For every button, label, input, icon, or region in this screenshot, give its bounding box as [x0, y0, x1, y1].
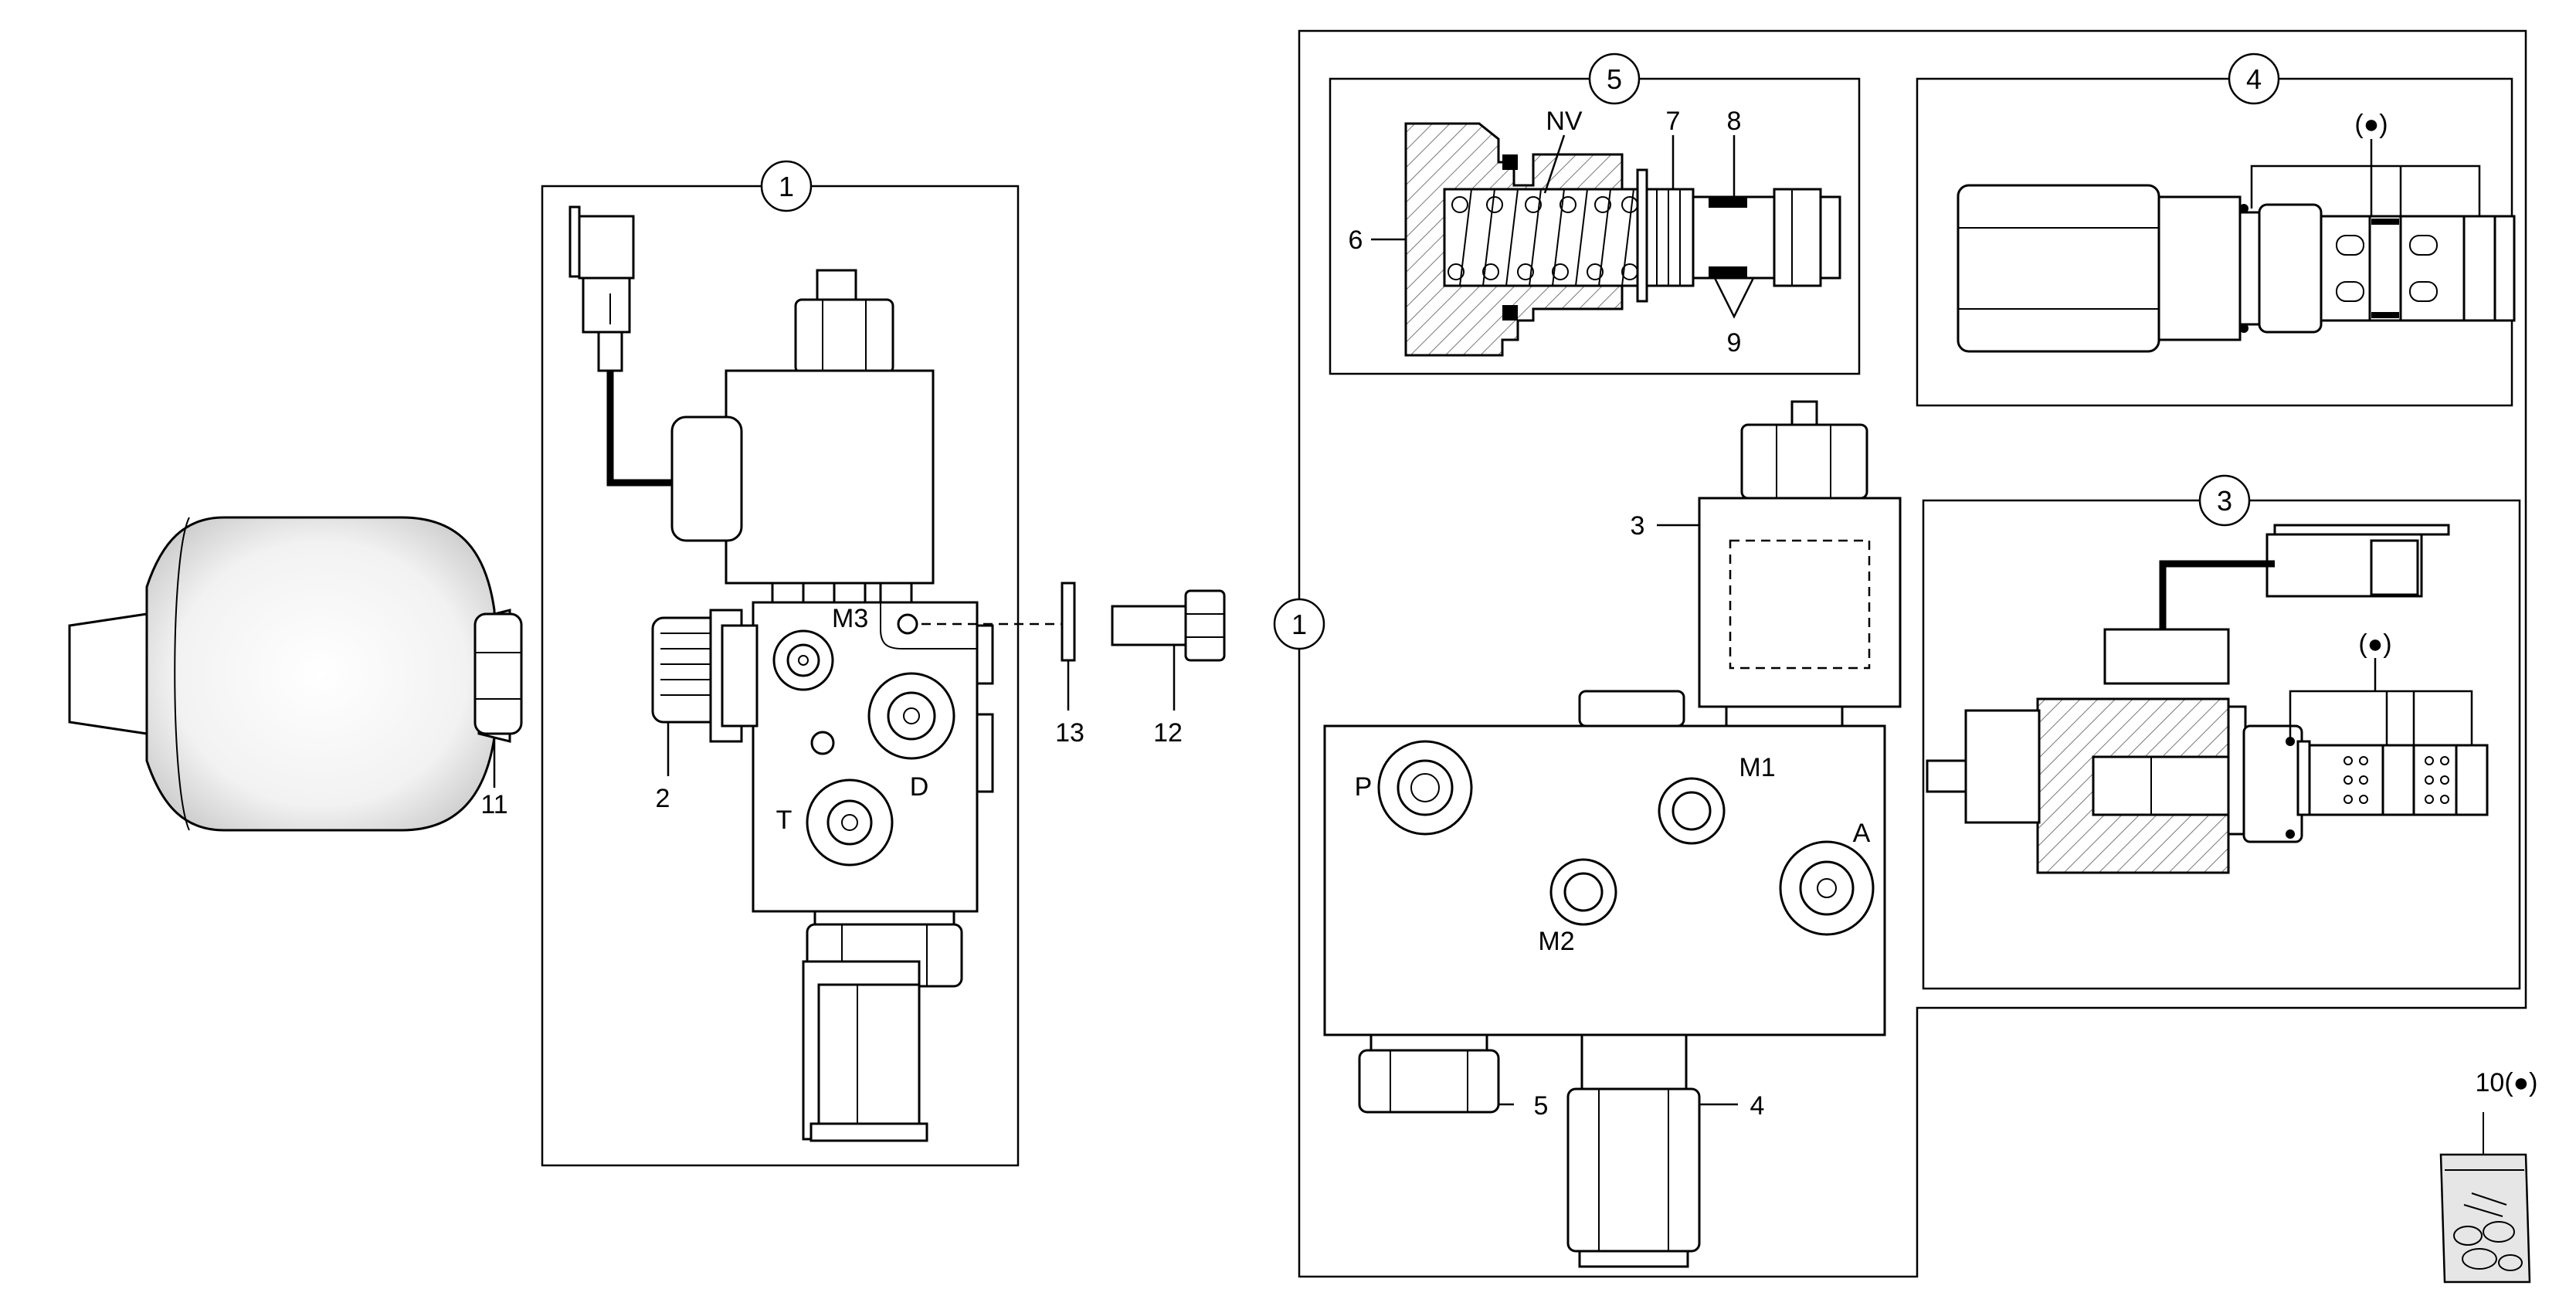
callout-3: 3 [2217, 485, 2232, 517]
label-t: T [776, 806, 792, 835]
cartridge-4 [1957, 184, 2516, 353]
label-m1: M1 [1739, 753, 1775, 782]
solenoid-valve-3 [1926, 524, 2489, 874]
label-5: 5 [1534, 1091, 1549, 1121]
callout-circle-4 [2228, 53, 2280, 105]
seal-kit-bag [2439, 1112, 2531, 1284]
label-11: 11 [480, 790, 507, 819]
label-p: P [1355, 772, 1373, 802]
valve-body-left [752, 601, 994, 913]
label-bullet-3: (●) [2358, 629, 2391, 659]
label-m2: M2 [1538, 927, 1574, 956]
label-6: 6 [1349, 226, 1363, 255]
callout-1-right: 1 [1291, 609, 1307, 640]
callout-5: 5 [1607, 63, 1622, 95]
label-8: 8 [1727, 107, 1742, 136]
connector-plug [568, 205, 635, 372]
label-13: 13 [1055, 718, 1084, 748]
label-2: 2 [656, 784, 670, 813]
washer-13 [1061, 582, 1076, 662]
label-nv: NV [1546, 107, 1583, 136]
callout-circle-1-right [1273, 598, 1325, 650]
callout-1-left: 1 [779, 171, 794, 202]
label-a: A [1853, 819, 1871, 848]
label-d: D [910, 772, 929, 802]
callout-circle-3 [2198, 474, 2251, 527]
right-assembly-frame [1298, 29, 2527, 1278]
callout-circle-1-left [760, 160, 813, 212]
label-10: 10(●) [2476, 1068, 2538, 1097]
label-12: 12 [1153, 718, 1183, 748]
label-m3: M3 [832, 604, 868, 633]
bottom-cartridge-left [802, 910, 963, 1142]
solenoid-top-nut [794, 269, 894, 375]
cable [606, 371, 672, 487]
main-valve-block [1323, 400, 1902, 1268]
callout-4: 4 [2246, 63, 2262, 95]
label-bullet-4: (●) [2354, 110, 2388, 139]
label-9: 9 [1727, 328, 1742, 358]
label-3: 3 [1631, 511, 1645, 541]
accumulator [68, 516, 523, 832]
left-fitting-2 [651, 609, 759, 743]
label-7: 7 [1666, 107, 1681, 136]
cartridge-5-section [1404, 122, 1841, 357]
bolt-12 [1111, 589, 1226, 662]
solenoid-coil [670, 369, 935, 606]
callout-circle-5 [1588, 53, 1641, 105]
label-4: 4 [1750, 1091, 1765, 1121]
